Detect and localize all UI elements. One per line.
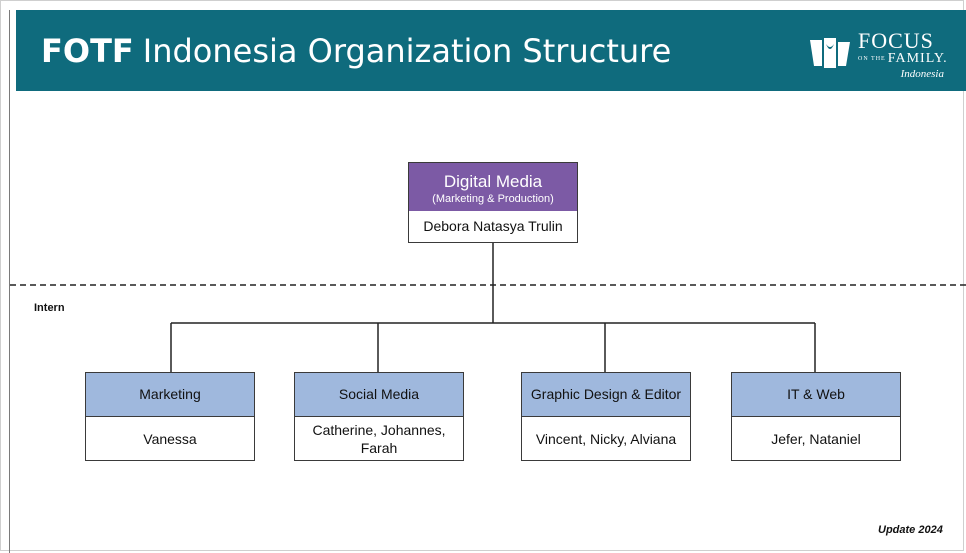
marketing-members: Vanessa <box>86 417 254 460</box>
social-media-box: Social Media Catherine, Johannes, Farah <box>294 372 464 461</box>
intern-label: Intern <box>34 302 65 314</box>
graphic-design-box: Graphic Design & Editor Vincent, Nicky, … <box>521 372 691 461</box>
marketing-title: Marketing <box>86 373 254 417</box>
social-media-title: Social Media <box>295 373 463 417</box>
family-figures-icon <box>810 38 850 68</box>
logo-on-the: ON THE <box>858 56 886 62</box>
graphic-design-members: Vincent, Nicky, Alviana <box>522 417 690 460</box>
update-label: Update 2024 <box>878 524 943 536</box>
it-web-members: Jefer, Nataniel <box>732 417 900 460</box>
logo-line-indonesia: Indonesia <box>900 68 944 80</box>
logo-family-word: FAMILY. <box>887 51 948 67</box>
digital-media-head-person: Debora Natasya Trulin <box>409 211 577 242</box>
digital-media-title-cell: Digital Media (Marketing & Production) <box>409 163 577 213</box>
graphic-design-title: Graphic Design & Editor <box>522 373 690 417</box>
social-media-members: Catherine, Johannes, Farah <box>295 417 463 460</box>
digital-media-title: Digital Media <box>443 172 543 191</box>
it-web-box: IT & Web Jefer, Nataniel <box>731 372 901 461</box>
marketing-box: Marketing Vanessa <box>85 372 255 461</box>
it-web-title: IT & Web <box>732 373 900 417</box>
left-border-line <box>9 10 10 553</box>
title-acronym: FOTF <box>41 32 134 70</box>
logo-line-focus: FOCUS <box>858 28 934 53</box>
digital-media-subtitle: (Marketing & Production) <box>432 193 554 205</box>
title-text: Indonesia Organization Structure <box>142 32 672 70</box>
digital-media-head-box: Digital Media (Marketing & Production) D… <box>408 162 578 243</box>
